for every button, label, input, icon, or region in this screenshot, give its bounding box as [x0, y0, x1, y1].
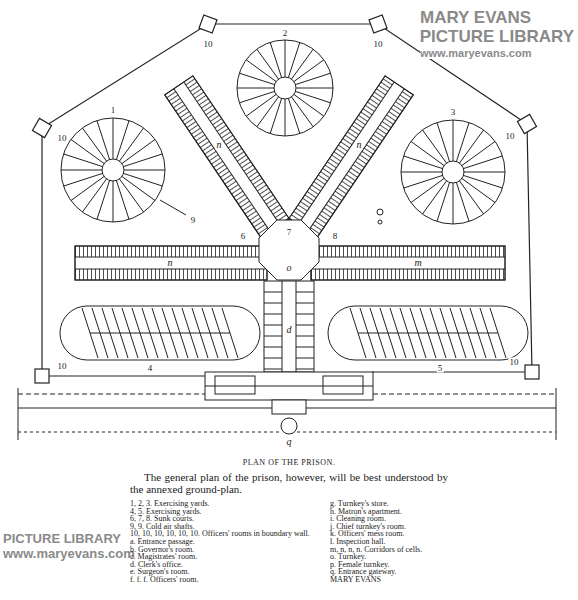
callout-number: 10	[57, 362, 68, 371]
key-entry: h. Matron's apartment.	[330, 508, 520, 516]
key-entry: i. Cleaning room.	[330, 515, 520, 523]
key-entry: 9, 9. Cold air shafts.	[130, 523, 318, 531]
callout-number: 8	[332, 232, 339, 241]
callout-number: 10	[57, 134, 68, 143]
key-entry: l. Inspection hall.	[330, 538, 520, 546]
outer-paths	[18, 388, 556, 440]
central-block	[264, 281, 314, 372]
key-entry: 1, 2, 3. Exercising yards.	[130, 500, 318, 508]
plan-title: PLAN OF THE PRISON.	[0, 458, 578, 467]
callout-number: 10	[505, 132, 516, 141]
key-entry: j. Chief turnkey's room.	[330, 523, 520, 531]
key-entry: c. Magistrates' room.	[130, 553, 318, 561]
key-entry: m, n, n, n. Corridors of cells.	[330, 546, 520, 554]
callout-letter: m	[413, 258, 422, 268]
key-entry: k. Officers' mess room.	[330, 530, 520, 538]
callout-number: 10	[203, 40, 214, 49]
callout-letter: n	[167, 258, 174, 268]
cell-wings	[75, 76, 505, 280]
key-entry: 10, 10, 10, 10, 10, 10. Officers' rooms …	[130, 530, 318, 538]
cold-air-shafts	[160, 200, 383, 224]
callout-number: 7	[286, 228, 293, 237]
front-building	[205, 372, 373, 434]
callout-number: 3	[450, 108, 457, 117]
boundary-wall	[42, 24, 532, 376]
callout-letter: n	[356, 140, 363, 150]
callout-number: 5	[437, 364, 444, 373]
callout-number: 9	[190, 216, 197, 225]
watermark: www.maryevans.com	[3, 547, 135, 560]
key-entry: d. Clerk's office.	[130, 561, 318, 569]
callout-number: 10	[509, 358, 520, 367]
key-entry: p. Female turnkey.	[330, 561, 520, 569]
key-entry: q. Entrance gateway.	[330, 568, 520, 576]
key-entry: o. Turnkey.	[330, 553, 520, 561]
watermark: PICTURE LIBRARY	[3, 532, 121, 545]
callout-letter: o	[286, 263, 293, 273]
key-entry: a. Entrance passage.	[130, 538, 318, 546]
key-entry: MARY EVANS	[330, 576, 520, 584]
watermark: PICTURE LIBRARY	[420, 28, 574, 45]
caption-text: The general plan of the prison, however,…	[130, 471, 448, 495]
callout-number: 2	[282, 29, 289, 38]
callout-letter: d	[286, 325, 293, 335]
key-entry: e. Surgeon's room.	[130, 568, 318, 576]
key-entry: g. Turnkey's store.	[330, 500, 520, 508]
callout-number: 10	[373, 40, 384, 49]
watermark: MARY EVANS	[420, 9, 531, 26]
key-entry: 4, 5. Exercising yards.	[130, 508, 318, 516]
watermark: www.maryevans.com	[420, 48, 531, 59]
wall-towers	[32, 15, 539, 383]
key-entry: 6, 7, 8. Sunk courts.	[130, 515, 318, 523]
callout-number: 4	[147, 364, 154, 373]
key-entry: b. Governor's room.	[130, 546, 318, 554]
callout-number: 1	[110, 106, 117, 115]
callout-letter: q	[286, 437, 293, 447]
key-entry: f. f. f. Officers' room.	[130, 576, 318, 584]
callout-letter: n	[216, 140, 223, 150]
callout-number: 6	[240, 232, 247, 241]
